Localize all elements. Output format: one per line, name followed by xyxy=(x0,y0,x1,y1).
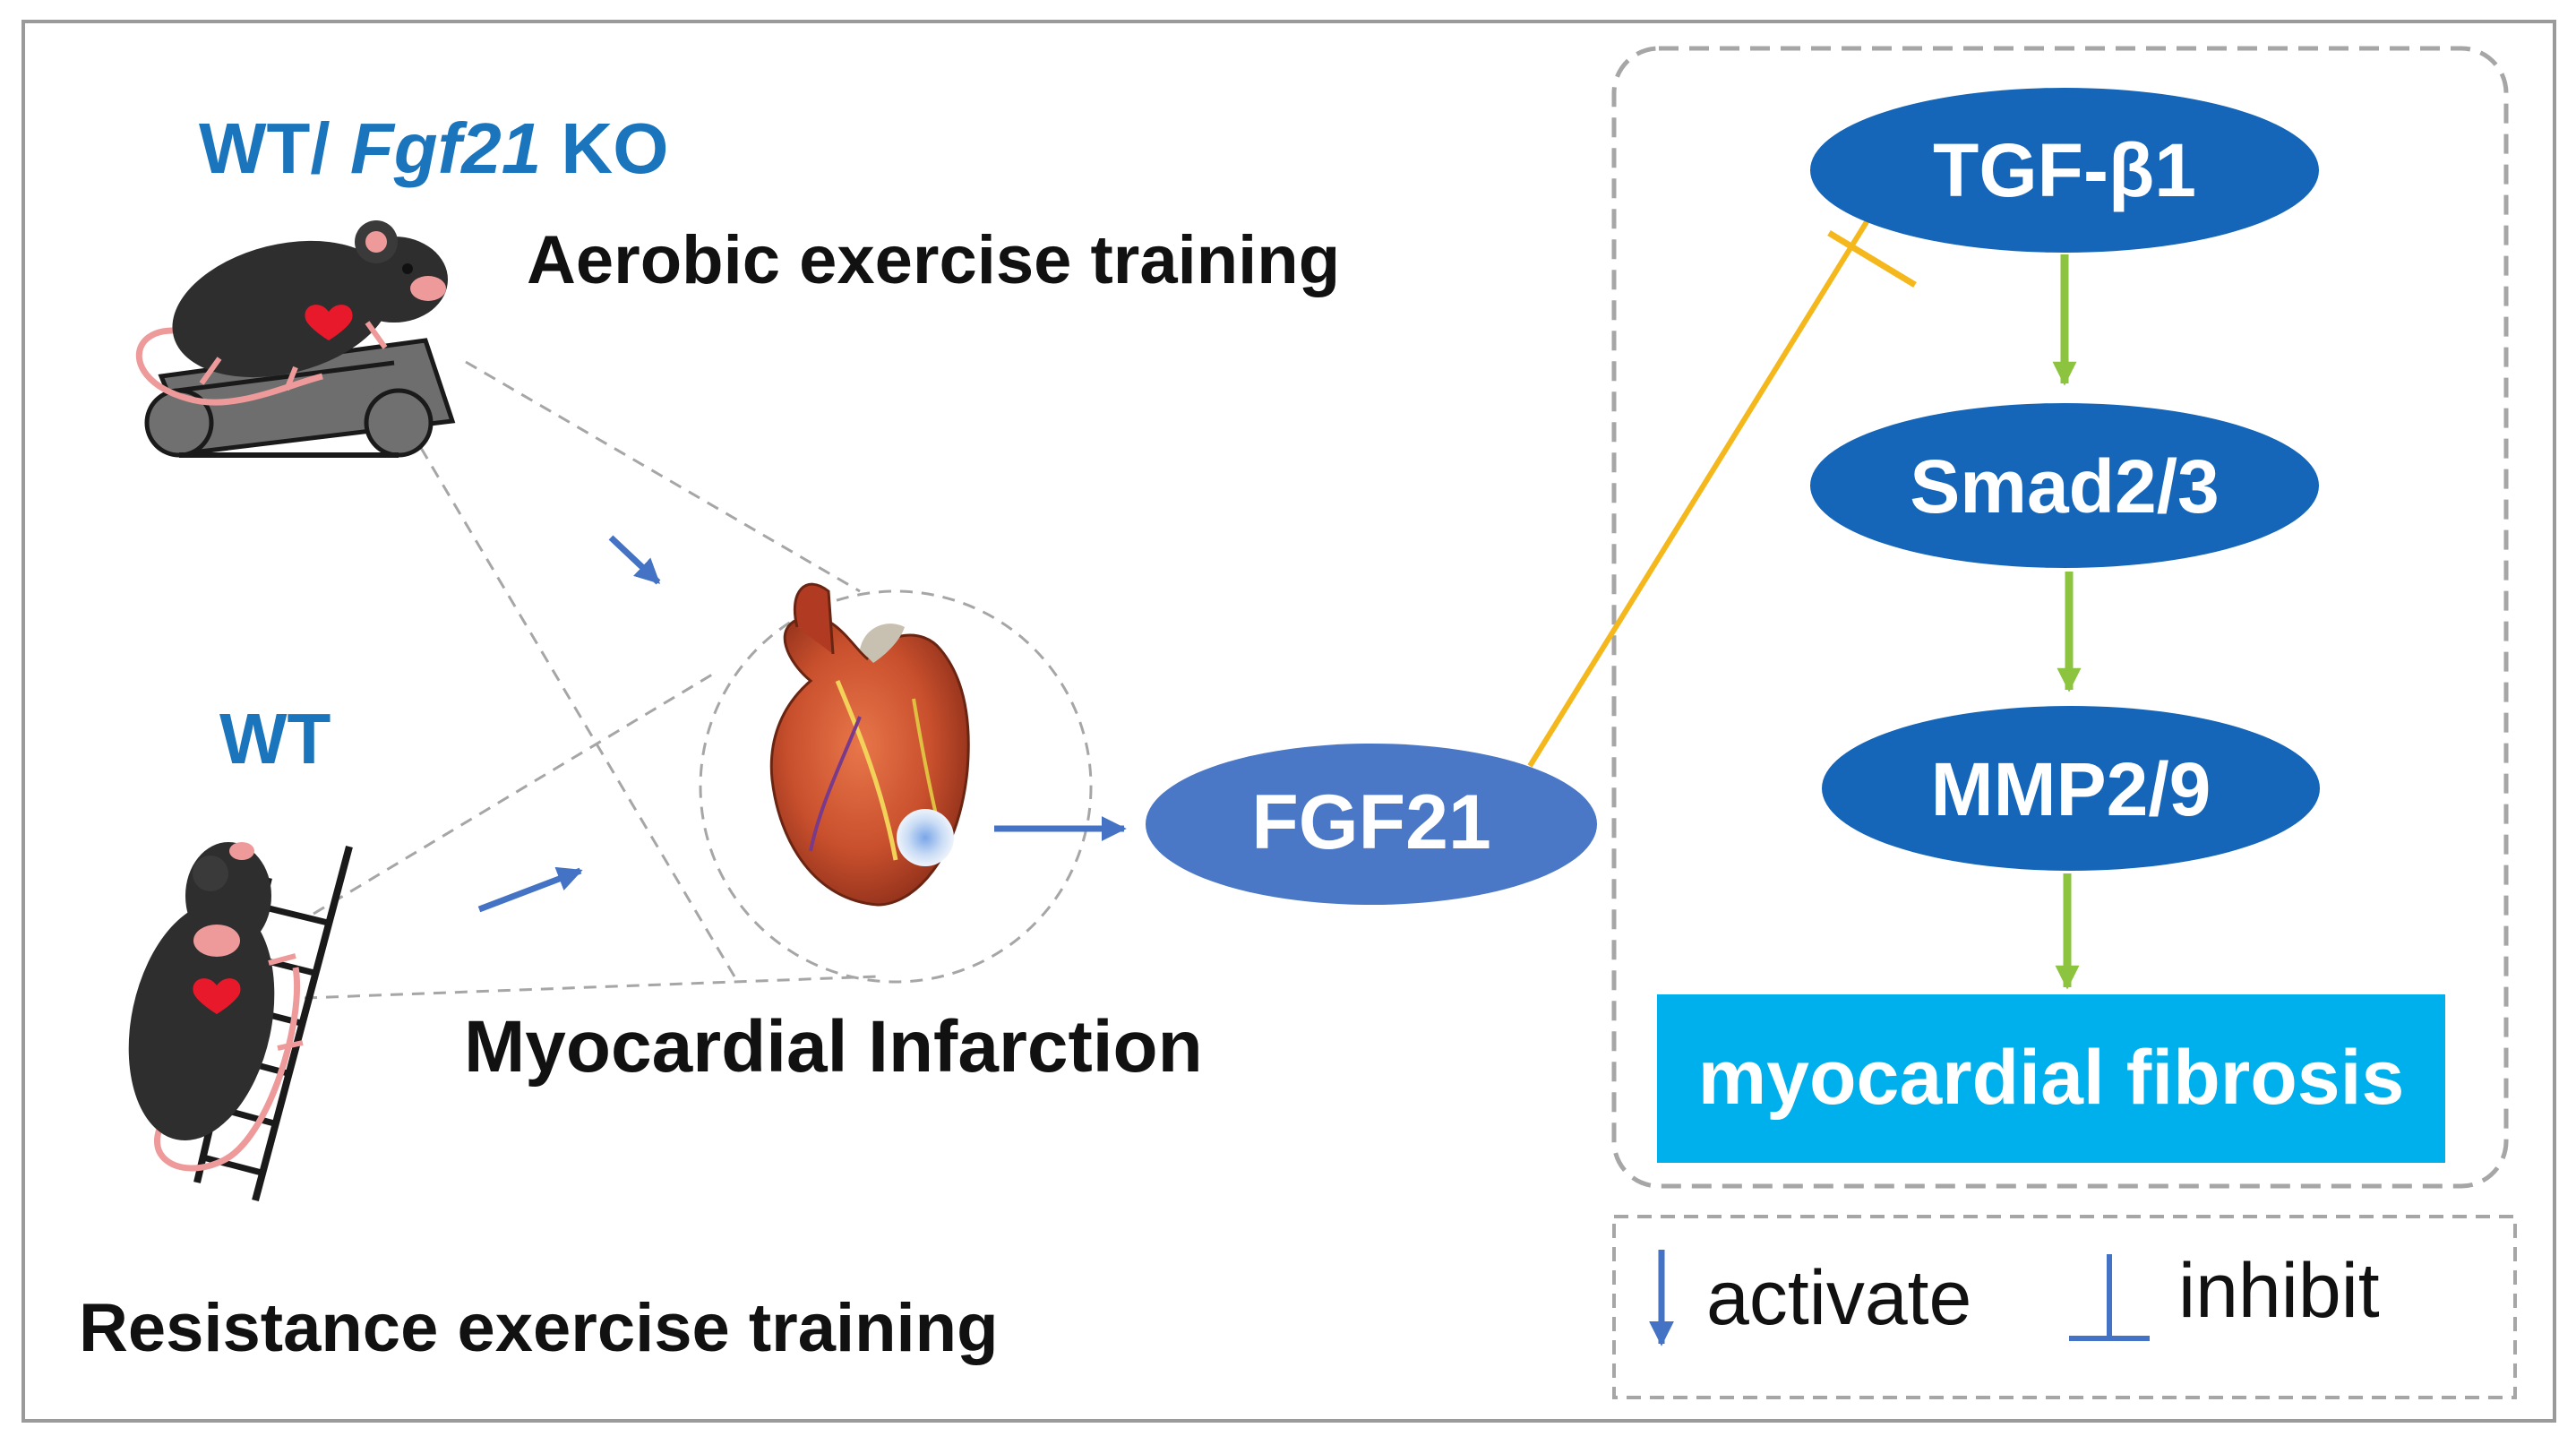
wt-fgf21-ko-label: WT/ Fgf21 KO xyxy=(199,108,668,188)
aerobic-training-label: Aerobic exercise training xyxy=(527,222,1340,298)
infarct-spot xyxy=(897,809,954,866)
mmp-node xyxy=(1822,706,2320,871)
inhibit-bar xyxy=(1827,230,1917,288)
mmp-label: MMP2/9 xyxy=(1931,747,2211,831)
resistance-training-label: Resistance exercise training xyxy=(79,1290,999,1366)
legend-inhibit-label: inhibit xyxy=(2178,1248,2380,1334)
heart-symbol-icon xyxy=(305,305,353,340)
outer-frame xyxy=(21,20,2556,1423)
myocardial-infarction-label: Myocardial Infarction xyxy=(464,1006,1203,1088)
heart-icon xyxy=(769,582,970,907)
zoom-circle xyxy=(699,589,1093,984)
fgf21-node xyxy=(1146,744,1597,905)
fgf21-label: FGF21 xyxy=(1251,779,1491,865)
mouse-treadmill-icon xyxy=(135,220,456,458)
inhibit-line xyxy=(1527,211,1875,768)
zoom-lines xyxy=(304,360,1093,1000)
wt-label: WT xyxy=(219,699,331,778)
pathway-panel xyxy=(1611,46,2509,1189)
heart-symbol-icon xyxy=(193,978,241,1014)
arrow-resistance-to-heart xyxy=(477,866,583,913)
fibrosis-box xyxy=(1657,994,2445,1163)
smad-label: Smad2/3 xyxy=(1910,444,2220,529)
smad-node xyxy=(1810,403,2319,568)
tgf-beta1-label: TGF-β1 xyxy=(1933,128,2196,212)
legend-box xyxy=(1612,1215,2517,1399)
legend-activate-label: activate xyxy=(1706,1255,1971,1341)
mouse-ladder-icon xyxy=(128,842,353,1202)
arrow-aerobic-to-heart xyxy=(608,535,661,585)
tgf-beta1-node xyxy=(1810,88,2319,253)
fibrosis-label: myocardial fibrosis xyxy=(1698,1035,2405,1121)
